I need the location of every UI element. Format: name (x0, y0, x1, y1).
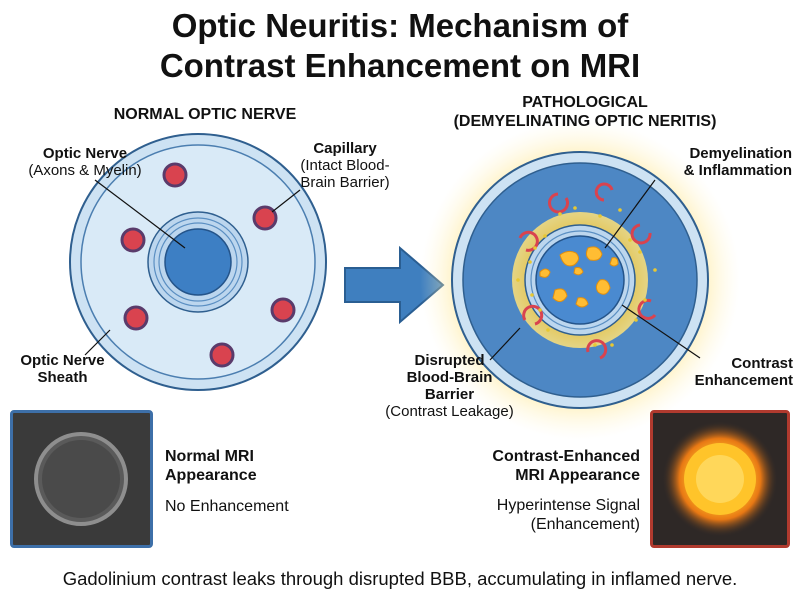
patch (595, 279, 611, 295)
leader-bbb (489, 327, 521, 361)
normal-mri-label: Normal MRI Appearance (165, 448, 257, 484)
disrupted-capillaries (518, 182, 657, 360)
broken-capillary (522, 304, 544, 326)
pathological-optic-nerve (420, 120, 740, 440)
patch (573, 267, 584, 276)
pathological-heading: PATHOLOGICAL (DEMYELINATING OPTIC NERITI… (453, 94, 717, 130)
capillary-vessels (120, 162, 296, 368)
title-line-1: Optic Neuritis: Mechanism of (171, 7, 629, 44)
normal-optic-nerve (69, 133, 327, 391)
enhanced-mri-overlay (662, 421, 778, 537)
normal-nerve-core (164, 228, 232, 296)
contrast-enhancement-label: Contrast Enhancement (694, 355, 793, 389)
demyelination-patches (539, 246, 619, 308)
capillary (209, 342, 235, 368)
broken-capillary (594, 182, 614, 202)
diagram-title: Optic Neuritis: Mechanism of Contrast En… (0, 6, 800, 86)
leader-contrast (621, 304, 701, 359)
patch (539, 268, 551, 278)
capillary-label: Capillary (Intact Blood- Brain Barrier) (300, 140, 390, 191)
patch (609, 257, 619, 267)
title-line-2: Contrast Enhancement on MRI (159, 47, 641, 84)
arrow-normal-to-pathological (344, 245, 445, 325)
normal-heading: NORMAL OPTIC NERVE (113, 106, 297, 123)
capillary (123, 305, 149, 331)
capillary (270, 297, 296, 323)
contrast-leakage-dots (516, 206, 657, 347)
patch (559, 250, 580, 267)
leader-optic-nerve (94, 179, 186, 249)
sheath-label: Optic Nerve Sheath (20, 352, 105, 386)
patch (552, 288, 568, 302)
leader-capillary (271, 189, 301, 213)
caption: Gadolinium contrast leaks through disrup… (62, 568, 738, 589)
normal-mri-overlay (34, 432, 128, 526)
capillary (120, 227, 146, 253)
leader-demyelination (604, 179, 656, 249)
leader-sheath (84, 329, 111, 356)
patch (585, 246, 603, 261)
capillary (162, 162, 188, 188)
broken-capillary (518, 230, 539, 252)
enhanced-mri-desc: Hyperintense Signal (Enhancement) (496, 497, 640, 533)
patch (575, 297, 589, 308)
broken-capillary (630, 223, 652, 245)
normal-mri-desc: No Enhancement (165, 498, 289, 515)
capillary (252, 205, 278, 231)
broken-capillary (586, 339, 608, 360)
broken-capillary (548, 192, 569, 214)
enhanced-mri-label: Contrast-Enhanced MRI Appearance (492, 448, 640, 484)
optic-nerve-label: Optic Nerve (Axons & Myelin) (28, 145, 142, 179)
demyelination-label: Demyelination & Inflammation (683, 145, 792, 179)
bbb-label: Disrupted Blood-Brain Barrier (Contrast … (385, 352, 514, 420)
